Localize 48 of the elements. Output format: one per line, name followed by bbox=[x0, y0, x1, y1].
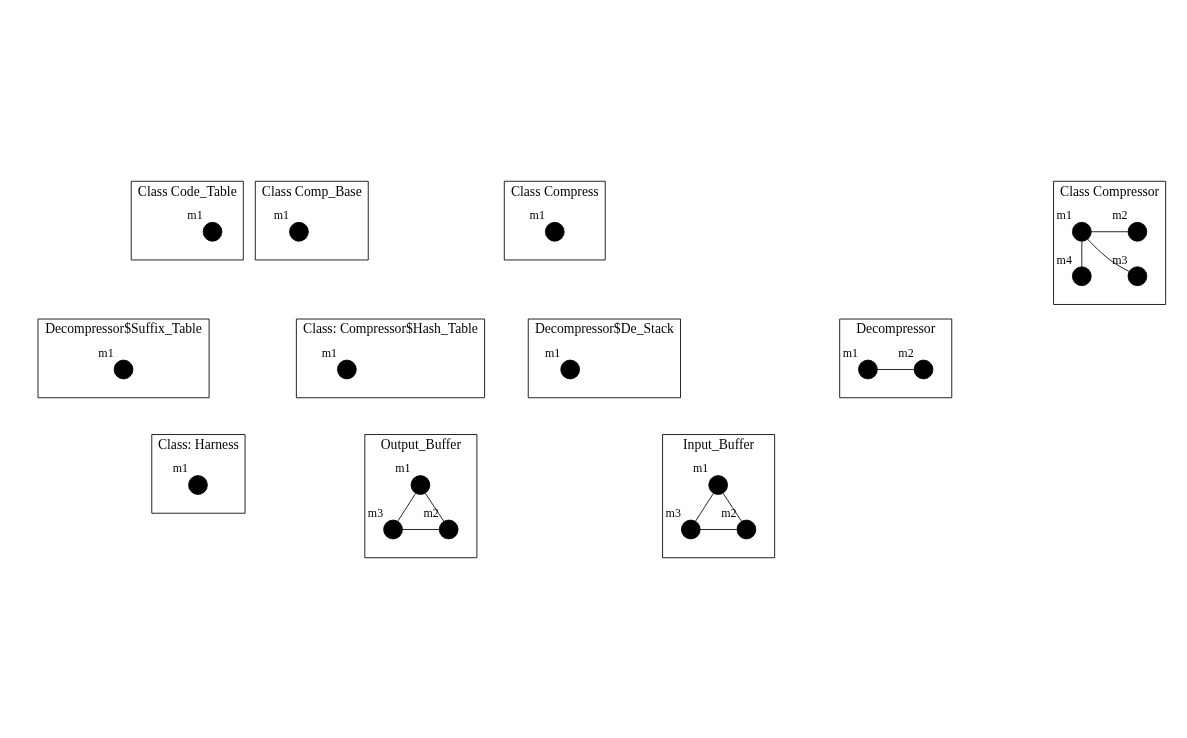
node-circle bbox=[1127, 265, 1148, 286]
node-circle bbox=[708, 474, 728, 495]
node-circle bbox=[337, 359, 357, 379]
node-label: m3 bbox=[1112, 252, 1128, 267]
connector bbox=[1090, 230, 1129, 232]
node-label: m1 bbox=[544, 345, 561, 360]
node-label: m1 bbox=[273, 207, 290, 222]
connector bbox=[402, 528, 440, 530]
node-label: m2 bbox=[1112, 207, 1128, 222]
node-circle bbox=[202, 221, 223, 242]
connector bbox=[699, 528, 738, 530]
node-circle bbox=[544, 221, 565, 242]
node-label: m3 bbox=[665, 505, 681, 520]
node-circle bbox=[1127, 221, 1148, 242]
node-label: m1 bbox=[395, 460, 411, 475]
node-label: m1 bbox=[321, 345, 337, 360]
node-circle bbox=[383, 519, 403, 539]
node-label: m1 bbox=[172, 460, 189, 475]
connector bbox=[695, 492, 714, 522]
node-circle bbox=[438, 519, 459, 539]
connector bbox=[722, 492, 742, 522]
node-label: m2 bbox=[423, 505, 439, 520]
node-circle bbox=[1071, 221, 1092, 242]
node-label: m1 bbox=[692, 460, 709, 475]
node-label: m1 bbox=[98, 345, 114, 360]
node-circle bbox=[188, 474, 208, 495]
node-label: m2 bbox=[721, 505, 737, 520]
node-circle bbox=[858, 359, 878, 379]
connector bbox=[1087, 238, 1130, 272]
node-label: m1 bbox=[1056, 207, 1072, 222]
node-circle bbox=[560, 359, 580, 379]
node-circle bbox=[913, 359, 934, 379]
connector bbox=[424, 492, 445, 522]
node-circle bbox=[113, 359, 134, 379]
node-label: m1 bbox=[842, 345, 859, 360]
connector bbox=[397, 492, 417, 522]
node-circle bbox=[736, 519, 757, 539]
node-label: m3 bbox=[367, 505, 384, 520]
connector bbox=[877, 368, 915, 370]
node-label: m4 bbox=[1056, 252, 1072, 267]
node-circle bbox=[680, 519, 701, 539]
node-circle bbox=[1071, 265, 1092, 286]
connector bbox=[1081, 240, 1083, 267]
node-circle bbox=[289, 221, 309, 242]
node-label: m1 bbox=[529, 207, 545, 222]
node-circle bbox=[410, 474, 431, 495]
node-label: m2 bbox=[898, 345, 914, 360]
node-label: m1 bbox=[187, 207, 203, 222]
